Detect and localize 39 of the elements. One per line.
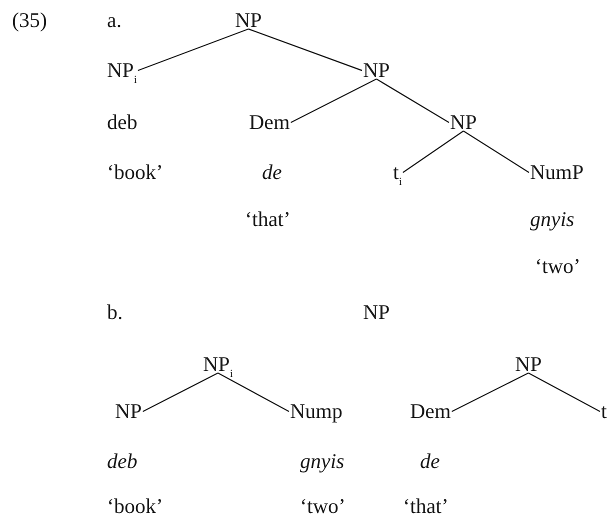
word-text: deb xyxy=(107,110,138,135)
tree-branch-line xyxy=(218,372,290,412)
tree-node-label: NP xyxy=(450,110,477,135)
tree-node-label: NP xyxy=(115,399,142,424)
tree-node-label: NumP xyxy=(530,160,584,185)
tree-branch-line xyxy=(290,78,377,124)
tree-node-label: NP xyxy=(515,352,542,377)
subexample-label: a. xyxy=(107,8,122,33)
tree-node-label: Dem xyxy=(249,110,290,135)
tree-node-label: t xyxy=(601,399,607,424)
tree-node-label: NP xyxy=(363,300,390,325)
word-text: de xyxy=(420,449,440,474)
tree-node-label: Dem xyxy=(410,399,451,424)
tree-branch-line xyxy=(376,78,450,124)
tree-node-label: t$_{i}$ xyxy=(393,160,402,185)
tree-node-label: NP$_{i}$ xyxy=(107,58,137,83)
gloss-text: ‘that’ xyxy=(403,494,448,519)
word-text: de xyxy=(262,160,282,185)
tree-branch-line xyxy=(248,28,362,72)
tree-branch-line xyxy=(138,28,249,72)
tree-branch-line xyxy=(142,372,218,412)
tree-branch-line xyxy=(402,130,464,173)
word-text: gnyis xyxy=(530,207,574,232)
tree-node-label: Nump xyxy=(290,399,342,424)
gloss-text: ‘two’ xyxy=(535,254,580,279)
tree-branch-line xyxy=(452,372,529,412)
tree-node-label: NP xyxy=(363,58,390,83)
gloss-text: ‘that’ xyxy=(245,207,290,232)
word-text: gnyis xyxy=(300,449,344,474)
tree-node-label: NP$_{i}$ xyxy=(203,352,233,377)
gloss-text: ‘two’ xyxy=(300,494,346,519)
word-text: deb xyxy=(107,449,138,474)
tree-branch-line xyxy=(528,372,600,412)
example-number: (35) xyxy=(12,8,47,33)
tree-branch-line xyxy=(463,130,530,173)
subexample-label: b. xyxy=(107,300,123,325)
gloss-text: ‘book’ xyxy=(107,494,163,519)
gloss-text: ‘book’ xyxy=(107,160,163,185)
tree-node-label: NP xyxy=(235,8,262,33)
